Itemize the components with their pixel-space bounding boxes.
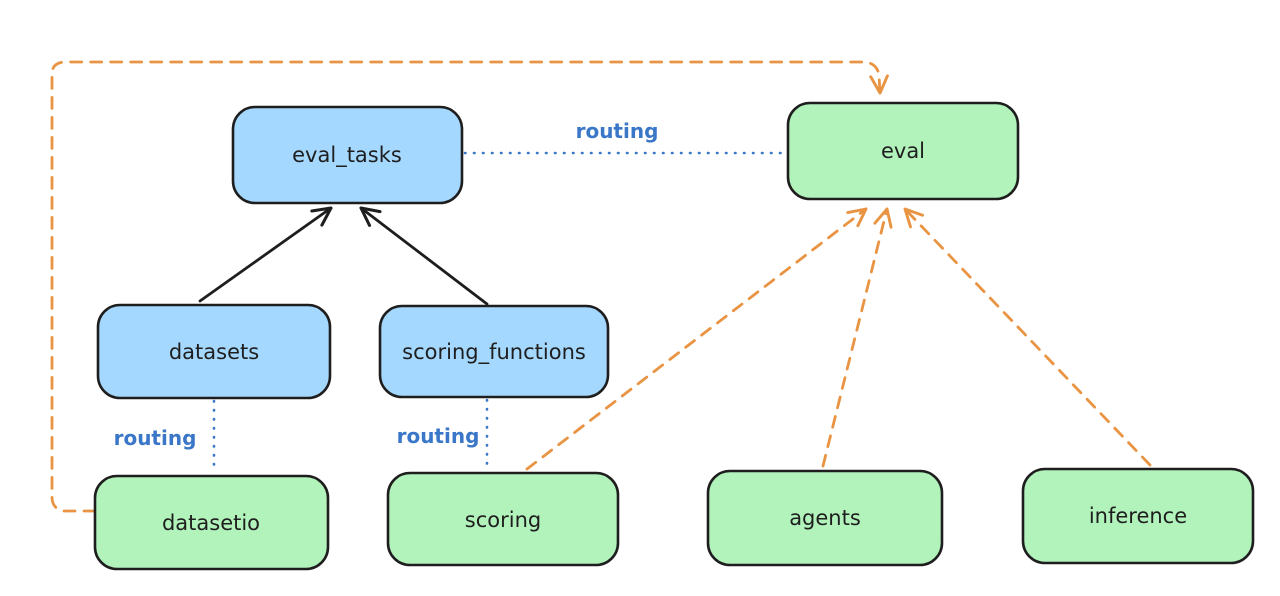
routing-label-scoring: routing: [397, 424, 480, 448]
edge-datasets-to-eval-tasks: [198, 206, 333, 303]
node-inference-box: [1021, 467, 1255, 565]
node-eval-tasks: eval_tasks: [231, 105, 464, 205]
edge-datasetio-to-eval: [50, 60, 889, 513]
node-eval: eval: [786, 101, 1020, 201]
node-scoring-label: scoring: [465, 508, 541, 532]
edge-inference-to-eval: [903, 207, 1152, 467]
node-scoring-functions: scoring_functions: [378, 304, 610, 399]
edge-scoring-functions-to-eval-tasks: [359, 206, 489, 306]
node-eval-box: [786, 101, 1020, 201]
node-inference-label: inference: [1089, 504, 1187, 528]
node-datasetio: datasetio: [93, 474, 330, 571]
node-scoring-functions-label: scoring_functions: [402, 340, 586, 365]
node-scoring-functions-box: [378, 304, 610, 399]
routing-label-datasets: routing: [114, 426, 197, 450]
edge-agents-to-eval: [821, 207, 893, 468]
node-datasetio-label: datasetio: [162, 511, 260, 535]
node-agents-label: agents: [789, 506, 861, 530]
node-eval-tasks-label: eval_tasks: [292, 143, 402, 168]
node-eval-tasks-box: [231, 105, 464, 205]
node-eval-label: eval: [881, 139, 925, 163]
node-datasets-label: datasets: [169, 340, 259, 364]
node-datasetio-box: [93, 474, 330, 571]
routing-label-top: routing: [576, 119, 659, 143]
edge-scoring-to-eval: [525, 207, 868, 471]
node-agents: agents: [706, 469, 944, 567]
node-inference: inference: [1021, 467, 1255, 565]
node-datasets: datasets: [96, 303, 332, 400]
node-datasets-box: [96, 303, 332, 400]
node-scoring: scoring: [386, 471, 620, 567]
node-scoring-box: [386, 471, 620, 567]
node-agents-box: [706, 469, 944, 567]
